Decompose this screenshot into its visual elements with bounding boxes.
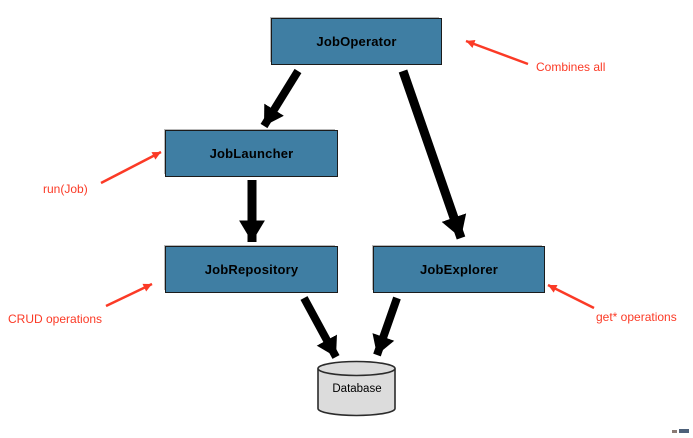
annotation-get-operations: get* operations: [596, 310, 677, 324]
node-jobrepository-label: JobRepository: [204, 262, 299, 277]
node-joblauncher-label: JobLauncher: [209, 146, 294, 161]
arrow-joboperator-to-jobexplorer: [398, 69, 467, 240]
annotation-arrow-crud-operations: [105, 282, 153, 308]
node-joblauncher: JobLauncher: [165, 130, 338, 177]
node-jobexplorer-label: JobExplorer: [419, 262, 499, 277]
node-joboperator-label: JobOperator: [316, 34, 397, 49]
arrow-joboperator-to-joblauncher: [260, 68, 302, 129]
annotation-combines-all: Combines all: [536, 60, 606, 74]
arrow-jobrepository-to-database: [300, 296, 340, 359]
node-joboperator: JobOperator: [271, 18, 442, 65]
node-jobrepository: JobRepository: [165, 246, 338, 293]
node-database-label: Database: [332, 383, 382, 395]
annotation-arrow-run-job: [100, 150, 162, 185]
annotation-arrow-get-operations: [547, 283, 595, 310]
annotation-crud-operations: CRUD operations: [8, 312, 103, 326]
database-cylinder-icon: [317, 360, 396, 417]
node-jobexplorer: JobExplorer: [373, 246, 545, 293]
annotation-run-job: run(Job): [43, 182, 88, 196]
annotation-arrow-combines-all: [465, 39, 529, 66]
arrow-jobexplorer-to-database: [372, 296, 401, 357]
cutoff-corner-mark-right: [679, 429, 689, 433]
cutoff-corner-mark-left: [672, 430, 677, 433]
